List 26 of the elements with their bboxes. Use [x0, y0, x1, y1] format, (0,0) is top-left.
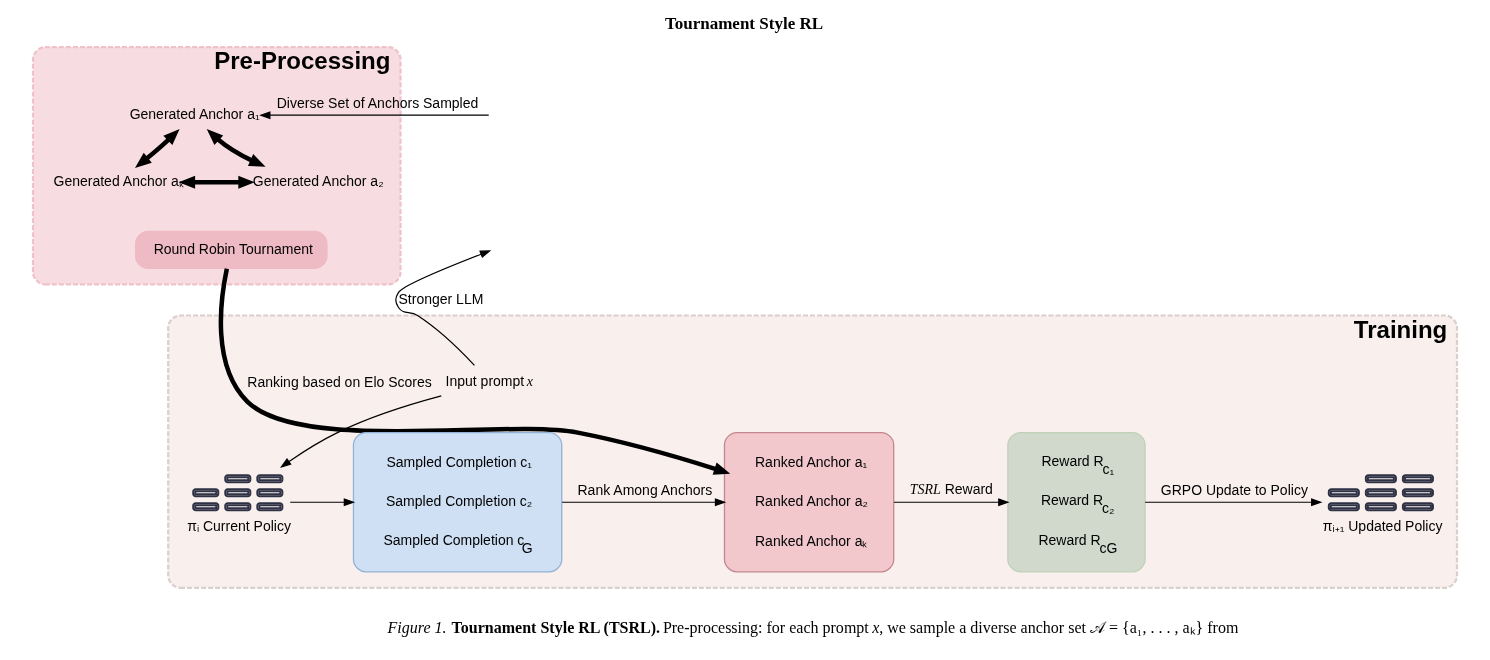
arrow: [218, 268, 731, 475]
arrow: [206, 129, 266, 167]
diagram-title: Tournament Style RL: [664, 13, 824, 33]
edge-label: Ranking based on Elo Scores: [247, 374, 432, 391]
arrow: [134, 128, 180, 169]
arrow: [279, 395, 442, 468]
node-label: πᵢ₊₁ Updated Policy: [1322, 518, 1443, 535]
arrow: [259, 111, 490, 120]
arrow: [561, 498, 727, 507]
node-label: πᵢ Current Policy: [187, 518, 291, 535]
arrow: [178, 175, 255, 189]
edge-label: TSRL Reward: [909, 481, 993, 498]
node-box: Round Robin Tournament: [135, 230, 328, 270]
node-text: Generated Anchor aₖ: [53, 173, 184, 189]
arrow: [289, 498, 356, 507]
edge-label: GRPO Update to Policy: [1160, 482, 1308, 499]
arrow: [395, 250, 492, 366]
arrow: [1144, 498, 1323, 507]
node-box: Ranked Anchor a₁ Ranked Anchor a₂ Ranked Anchor aₖ: [723, 432, 895, 573]
node-text: Generated Anchor a₁: [129, 105, 260, 122]
node-text: Generated Anchor a₂: [252, 173, 384, 189]
edge-label: Stronger LLM: [398, 290, 484, 307]
edge-label: Rank Among Anchors: [577, 482, 713, 499]
arrow: [893, 498, 1010, 507]
node-text: Input prompt x: [445, 373, 533, 390]
caption: Figure 1. Tournament Style RL (TSRL). Pre-processing: for each prompt x, we sample a diverse anchor set 𝒜 = {a₁, . . . , aₖ} from: [387, 618, 1239, 636]
